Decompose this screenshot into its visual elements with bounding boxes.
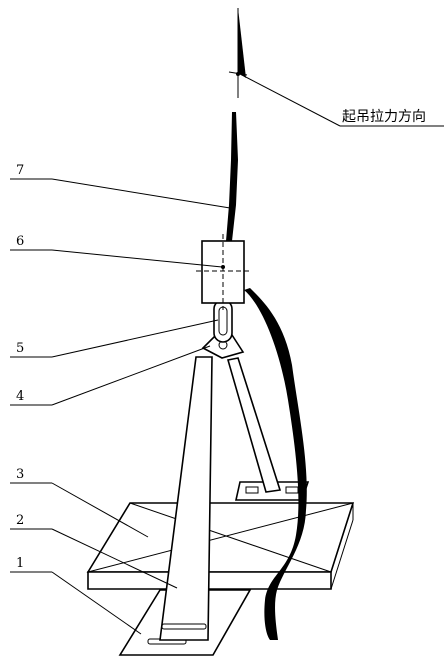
rear-leg	[226, 357, 282, 493]
shackle-4	[201, 334, 245, 359]
rope-7	[226, 112, 238, 241]
block-6	[196, 234, 252, 310]
callout-numbers: 7 6 5 4 3 2 1	[16, 163, 24, 571]
force-arrow	[228, 8, 248, 98]
direction-label: 起吊拉力方向	[342, 109, 426, 125]
leader-lines	[10, 178, 231, 635]
label-6: 6	[16, 234, 24, 249]
label-1: 1	[16, 556, 24, 571]
platform-plate-3	[86, 502, 355, 590]
label-4: 4	[16, 389, 24, 404]
label-2: 2	[16, 513, 24, 528]
direction-callout: 起吊拉力方向	[239, 73, 444, 127]
cable	[244, 288, 307, 640]
label-7: 7	[16, 163, 24, 178]
label-3: 3	[16, 467, 24, 482]
label-5: 5	[16, 341, 24, 356]
front-leg-2	[159, 356, 213, 641]
